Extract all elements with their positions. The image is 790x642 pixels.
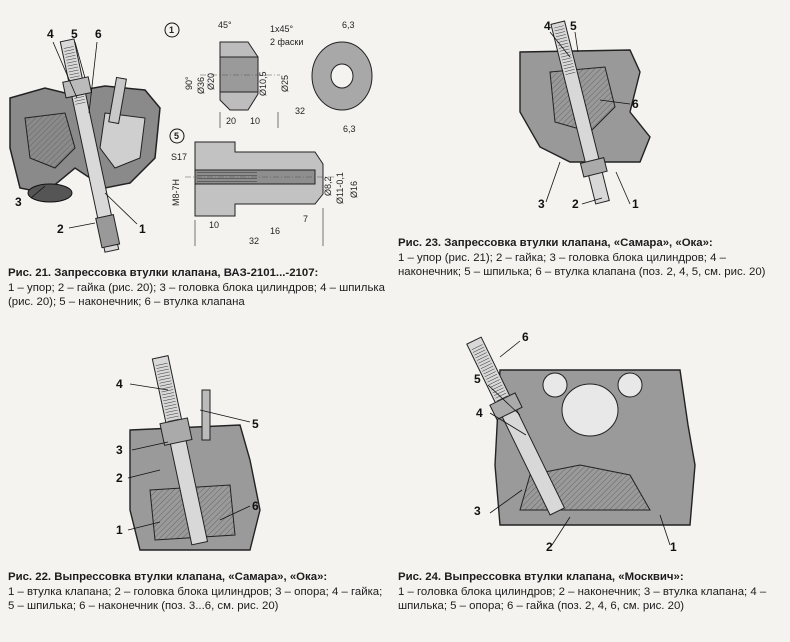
fig24-label-1: 1 bbox=[670, 540, 677, 554]
fig22-caption: Рис. 22. Выпрессовка втулки клапана, «Са… bbox=[8, 570, 386, 614]
fig24-caption-text: 1 – головка блока цилиндров; 2 – наконеч… bbox=[398, 585, 767, 613]
fig24-label-6: 6 bbox=[522, 330, 529, 344]
detail-1-drawing: 1 45° 1x45° 2 фаски 6,3 90° Ø36 Ø20 Ø10,… bbox=[160, 12, 385, 130]
fig22-drawing: 4 5 3 2 6 1 bbox=[110, 350, 280, 560]
detail-5-index: 5 bbox=[174, 131, 179, 141]
fig23-caption-title: Рис. 23. Запрессовка втулки клапана, «Са… bbox=[398, 237, 713, 249]
fig24-caption-title: Рис. 24. Выпрессовка втулки клапана, «Мо… bbox=[398, 571, 684, 583]
fig22-caption-text: 1 – втулка клапана; 2 – головка блока ци… bbox=[8, 585, 383, 613]
fig24-label-3: 3 bbox=[474, 504, 481, 518]
fig22-label-5: 5 bbox=[252, 417, 259, 431]
dim-d10-5: Ø10,5 bbox=[258, 71, 268, 96]
dim-d11: Ø11-0,1 bbox=[335, 172, 345, 204]
fig23-label-1: 1 bbox=[632, 197, 639, 211]
fig23-label-2: 2 bbox=[572, 197, 579, 211]
fig22-label-1: 1 bbox=[116, 523, 123, 537]
dim-d36: Ø36 bbox=[196, 77, 206, 94]
fig21-label-4: 4 bbox=[47, 27, 54, 41]
fig23-label-4: 4 bbox=[544, 19, 551, 33]
dim-d20: Ø20 bbox=[206, 73, 216, 90]
fig22-caption-title: Рис. 22. Выпрессовка втулки клапана, «Са… bbox=[8, 571, 328, 583]
fig22-label-6: 6 bbox=[252, 499, 259, 513]
dim-32-b: 32 bbox=[249, 236, 259, 246]
dim-6-3-a: 6,3 bbox=[342, 20, 355, 30]
fig23-drawing: 4 5 6 3 2 1 bbox=[510, 12, 680, 212]
detail-1-index: 1 bbox=[169, 25, 174, 35]
fig24-label-2: 2 bbox=[546, 540, 553, 554]
fig24-label-5: 5 bbox=[474, 372, 481, 386]
fig22-label-4: 4 bbox=[116, 377, 123, 391]
dim-90deg: 90° bbox=[184, 76, 194, 90]
detail1-vertical-dims: 90° Ø36 Ø20 Ø10,5 Ø25 bbox=[184, 71, 290, 96]
fig24-caption: Рис. 24. Выпрессовка втулки клапана, «Мо… bbox=[398, 570, 782, 614]
fig21-label-2: 2 bbox=[57, 222, 64, 236]
dim-10: 10 bbox=[250, 116, 260, 126]
fig21-label-3: 3 bbox=[15, 195, 22, 209]
fig21-label-1: 1 bbox=[139, 222, 146, 236]
dim-20: 20 bbox=[226, 116, 236, 126]
fig22-label-2: 2 bbox=[116, 471, 123, 485]
fig21-caption: Рис. 21. Запрессовка втулки клапана, ВАЗ… bbox=[8, 266, 388, 310]
dim-6-3-b: 6,3 bbox=[343, 124, 356, 134]
dim-10-b: 10 bbox=[209, 220, 219, 230]
fig24-drawing: 6 5 4 3 2 1 bbox=[460, 325, 700, 555]
dim-m8: M8-7H bbox=[171, 179, 181, 206]
dim-1x45: 1x45° bbox=[270, 24, 294, 34]
fig21-drawing: 4 5 6 3 2 1 bbox=[5, 18, 165, 258]
dim-s17: S17 bbox=[171, 152, 187, 162]
dim-16: 16 bbox=[270, 226, 280, 236]
fig23-caption: Рис. 23. Запрессовка втулки клапана, «Са… bbox=[398, 236, 776, 280]
dim-32-a: 32 bbox=[295, 106, 305, 116]
fig22-label-3: 3 bbox=[116, 443, 123, 457]
dim-d8-2: Ø8,2 bbox=[323, 176, 333, 196]
fig23-caption-text: 1 – упор (рис. 21); 2 – гайка; 3 – голов… bbox=[398, 251, 766, 279]
dim-d16: Ø16 bbox=[349, 181, 359, 198]
fig21-caption-title: Рис. 21. Запрессовка втулки клапана, ВАЗ… bbox=[8, 267, 319, 279]
fig24-label-4: 4 bbox=[476, 406, 483, 420]
fig23-label-5: 5 bbox=[570, 19, 577, 33]
fig23-label-6: 6 bbox=[632, 97, 639, 111]
detail-5-drawing: 5 S17 6,3 M8-7H Ø8,2 Ø11-0,1 Ø16 10 16 7… bbox=[165, 124, 385, 249]
dim-45deg: 45° bbox=[218, 20, 232, 30]
fig23-label-3: 3 bbox=[538, 197, 545, 211]
dim-d25: Ø25 bbox=[280, 75, 290, 92]
fig21-label-5: 5 bbox=[71, 27, 78, 41]
fig21-label-6: 6 bbox=[95, 27, 102, 41]
fig21-caption-text: 1 – упор; 2 – гайка (рис. 20); 3 – голов… bbox=[8, 281, 385, 309]
dim-2-chamfers: 2 фаски bbox=[270, 37, 303, 47]
dim-7: 7 bbox=[303, 214, 308, 224]
